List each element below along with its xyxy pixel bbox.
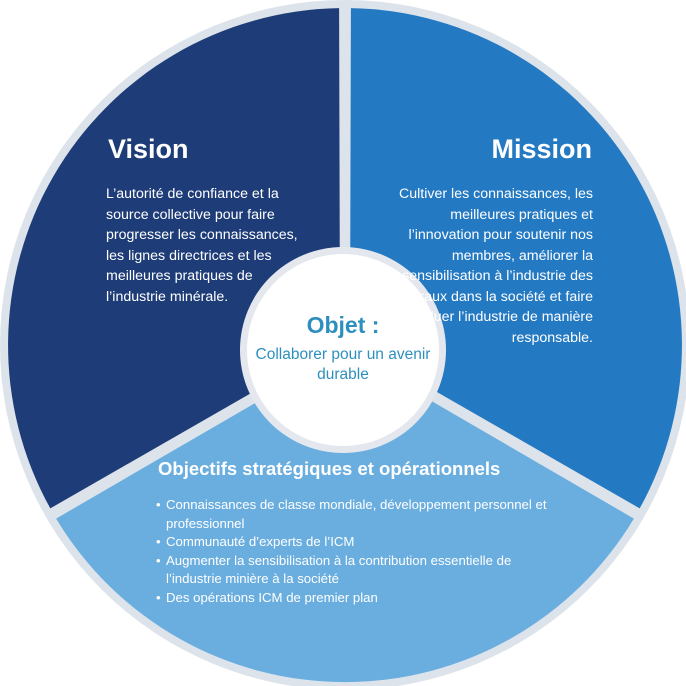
vision-title: Vision (108, 134, 189, 164)
objectifs-item: Augmenter la sensibilisation à la contri… (155, 552, 565, 589)
objectifs-item: Des opérations ICM de premier plan (155, 589, 565, 608)
vision-text: L’autorité de confiance et la source col… (106, 186, 298, 305)
objectifs-list: Connaissances de classe mondiale, dévelo… (155, 496, 565, 607)
objectifs-item: Connaissances de classe mondiale, dévelo… (155, 496, 565, 533)
center-text: Collaborer pour un avenir durable (255, 346, 431, 383)
mission-title: Mission (491, 134, 592, 164)
objectifs-item: Communauté d’experts de l’ICM (155, 533, 565, 552)
objectifs-title: Objectifs stratégiques et opérationnels (158, 458, 501, 479)
mission-text: Cultiver les connaissances, les meilleur… (388, 186, 593, 346)
center-title: Objet : (306, 312, 380, 338)
center-circle (247, 254, 439, 446)
